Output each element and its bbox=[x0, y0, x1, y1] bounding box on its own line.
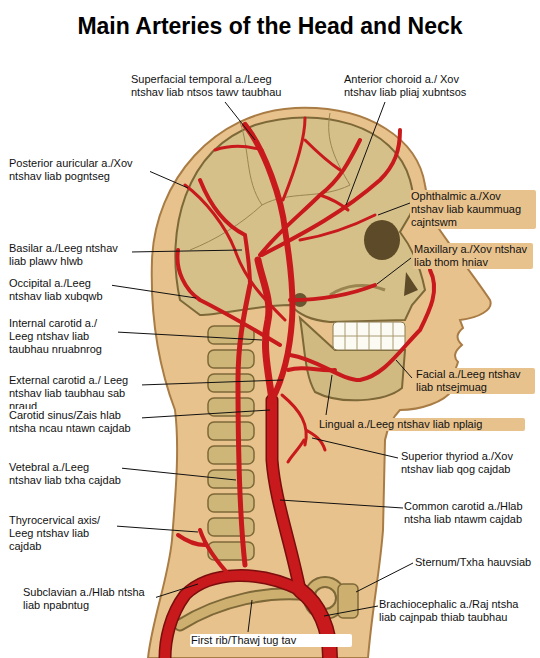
leader-line-part bbox=[140, 380, 283, 385]
rib-and-sternum-part bbox=[180, 594, 310, 625]
artery-part bbox=[245, 125, 293, 400]
artery-part bbox=[215, 118, 305, 200]
leader-line-part bbox=[115, 526, 198, 532]
artery-part bbox=[290, 270, 434, 380]
artery-part bbox=[178, 530, 232, 578]
artery-label: Superfacial temporal a./Leeg ntshav liab… bbox=[130, 73, 307, 99]
leader-line-part bbox=[326, 375, 332, 415]
artery-label: Maxillary a./Xov ntshav liab thom hniav bbox=[413, 243, 533, 269]
cervical-spine-part bbox=[208, 446, 254, 464]
leader-line-part bbox=[225, 102, 255, 140]
artery-label: Carotid sinus/Zais hlab ntsha ncau ntawn… bbox=[8, 409, 142, 435]
leader-line-part bbox=[116, 332, 262, 340]
cervical-spine-part bbox=[208, 494, 254, 512]
leader-line-part bbox=[378, 203, 410, 215]
skull-bone-part bbox=[333, 322, 405, 350]
leader-line-part bbox=[324, 606, 378, 616]
artery-outline-part bbox=[272, 400, 300, 590]
cervical-spine-part bbox=[208, 374, 254, 392]
skull-bone-part bbox=[300, 318, 405, 400]
artery-part bbox=[300, 140, 375, 240]
artery-label: Lingual a./Leeg ntshav liab nplaig bbox=[318, 418, 525, 431]
artery-part bbox=[290, 285, 375, 300]
leader-line-part bbox=[130, 250, 242, 252]
artery-label: Basilar a./Leeg ntshav liab plawv hlwb bbox=[8, 242, 132, 268]
skull-bone-part bbox=[190, 113, 350, 250]
leader-line-part bbox=[120, 468, 236, 480]
cervical-spine-part bbox=[208, 350, 254, 368]
leader-line-part bbox=[140, 410, 270, 418]
leader-line-part bbox=[377, 258, 411, 284]
rib-and-sternum bbox=[180, 582, 358, 625]
diagram-title: Main Arteries of the Head and Neck bbox=[0, 12, 540, 40]
artery-part bbox=[258, 260, 272, 400]
leader-line bbox=[110, 102, 413, 632]
skull-bone-part bbox=[333, 322, 405, 350]
rib-and-sternum-part bbox=[180, 594, 310, 625]
artery-outline-part bbox=[300, 590, 330, 658]
artery-label: Ophthalmic a./Xov ntshav liab kaummuag c… bbox=[410, 190, 536, 229]
cervical-spine-part bbox=[208, 422, 254, 440]
artery-label: Facial a./Leeg ntshav liab ntsejmuag bbox=[415, 368, 535, 394]
skull-bone-part bbox=[404, 272, 418, 296]
leader-line-part bbox=[356, 563, 413, 592]
leader-line-part bbox=[396, 360, 412, 378]
artery-label: Posterior auricular a./Xov ntshav liab p… bbox=[8, 157, 150, 183]
artery-label: Brachiocephalic a./Raj ntsha liab cajnpa… bbox=[378, 598, 536, 624]
artery-label: Subclavian a./Hlab ntsha liab npabntug bbox=[22, 586, 156, 612]
cervical-spine-part bbox=[208, 518, 254, 536]
skull-bone-part bbox=[175, 117, 425, 322]
artery-label: Common carotid a./Hlab ntsha liab ntawm … bbox=[403, 500, 536, 526]
cervical-spine-part bbox=[208, 326, 254, 344]
artery-label: Internal carotid a./ Leeg ntshav liab ta… bbox=[8, 317, 118, 356]
skull-bone-part bbox=[364, 220, 400, 260]
leader-line-part bbox=[110, 285, 196, 298]
leader-line-part bbox=[312, 438, 398, 458]
artery-label: Vetebral a./Leeg ntshav liab txha cajdab bbox=[8, 461, 122, 487]
leader-line-part bbox=[154, 584, 198, 598]
artery-part bbox=[272, 400, 300, 590]
leader-line-part bbox=[248, 600, 252, 632]
leader-line-part bbox=[346, 102, 385, 205]
artery-label: Thyrocervical axis/ Leeg ntshav liab caj… bbox=[8, 514, 117, 553]
artery-label: Sternum/Txha hauvsiab bbox=[414, 556, 536, 569]
leader-line-part bbox=[280, 500, 403, 508]
cervical-spine bbox=[208, 326, 254, 560]
artery-part bbox=[300, 590, 330, 658]
artery-part bbox=[262, 130, 400, 255]
artery-label: Anterior choroid a./ Xov ntshav liab pli… bbox=[343, 73, 495, 99]
artery-label: Occipital a./Leeg ntshav liab xubqwb bbox=[8, 277, 112, 303]
artery-label: Superior thyriod a./Xov ntshav liab qog … bbox=[400, 450, 536, 476]
artery bbox=[165, 118, 434, 658]
artery-label: External carotid a./ Leeg ntshav liab ta… bbox=[8, 374, 142, 413]
artery-label: First rib/Thawj tug tav bbox=[190, 634, 352, 647]
